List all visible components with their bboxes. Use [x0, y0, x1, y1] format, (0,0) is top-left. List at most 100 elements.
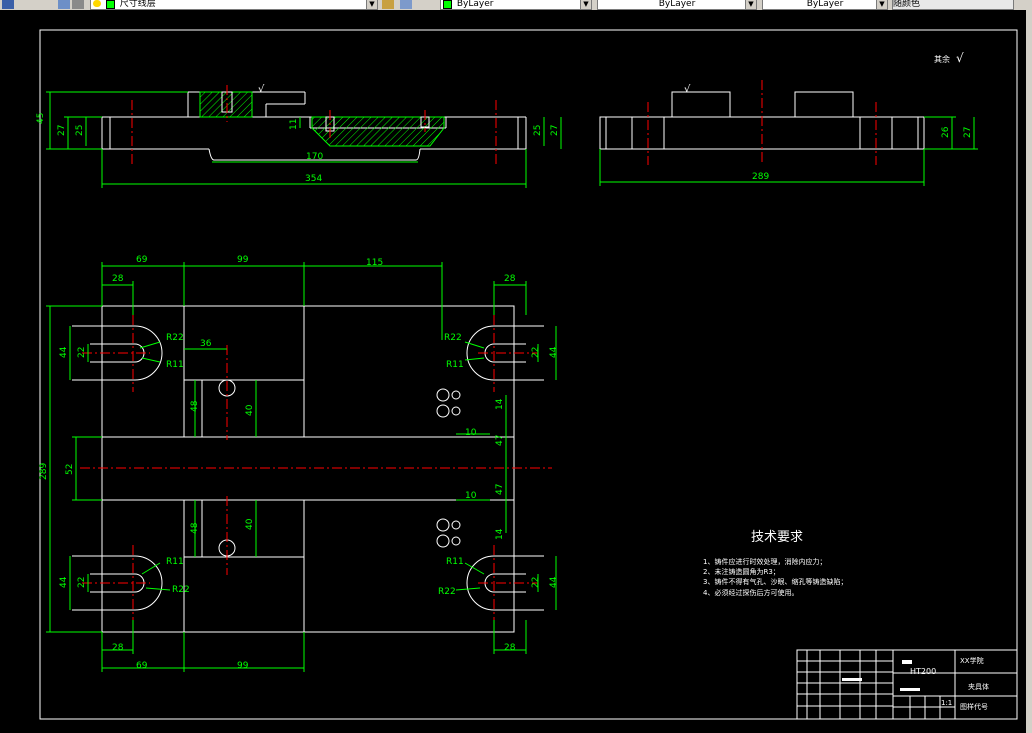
- svg-text:R22: R22: [172, 585, 190, 595]
- svg-text:14: 14: [495, 528, 505, 540]
- chevron-down-icon[interactable]: ▼: [876, 0, 887, 9]
- layer-dropdown[interactable]: 尺寸线层 ▼: [90, 0, 378, 10]
- svg-text:11: 11: [289, 119, 299, 130]
- svg-text:44: 44: [549, 346, 559, 358]
- svg-text:22: 22: [77, 577, 87, 588]
- svg-text:27: 27: [963, 127, 973, 138]
- material: HT200: [910, 667, 936, 676]
- svg-text:69: 69: [136, 661, 148, 671]
- svg-text:10: 10: [465, 491, 477, 501]
- svg-text:√: √: [956, 51, 964, 65]
- svg-text:40: 40: [245, 518, 255, 530]
- centerlines: [131, 85, 497, 165]
- svg-text:√: √: [258, 84, 265, 95]
- svg-text:44: 44: [549, 576, 559, 588]
- tech-item: 3、铸件不得有气孔、沙眼、缩孔等铸造缺陷；: [703, 577, 847, 586]
- svg-text:45: 45: [36, 113, 46, 124]
- tech-item: 2、未注铸造圆角为R3；: [703, 567, 780, 576]
- svg-text:22: 22: [77, 347, 87, 358]
- plotstyle-dropdown[interactable]: 随颜色: [892, 0, 1014, 10]
- tech-item: 1、铸件应进行时效处理，消除内应力；: [703, 557, 826, 566]
- svg-text:28: 28: [112, 274, 124, 284]
- make-current-icon[interactable]: [382, 0, 394, 9]
- linetype-value: ByLayer: [658, 0, 696, 9]
- svg-text:170: 170: [306, 152, 323, 162]
- svg-text:47: 47: [495, 484, 505, 495]
- roughness-marks: √ √ 其余 √: [258, 51, 964, 95]
- svg-text:R22: R22: [438, 587, 456, 597]
- svg-text:25: 25: [75, 125, 85, 136]
- layers-icon[interactable]: [58, 0, 70, 9]
- color-swatch: [443, 0, 452, 9]
- layer-previous-icon[interactable]: [400, 0, 412, 9]
- svg-text:28: 28: [504, 643, 516, 653]
- svg-text:289: 289: [752, 172, 769, 182]
- svg-text:10: 10: [465, 428, 477, 438]
- bulb-icon: [93, 0, 101, 7]
- svg-text:44: 44: [59, 346, 69, 358]
- lineweight-dropdown[interactable]: ByLayer ▼: [762, 0, 888, 10]
- svg-text:28: 28: [504, 274, 516, 284]
- hatch-region: [199, 91, 253, 118]
- chevron-down-icon[interactable]: ▼: [366, 0, 377, 9]
- svg-text:22: 22: [531, 347, 541, 358]
- layer-state-icon[interactable]: [72, 0, 84, 9]
- svg-text:26: 26: [941, 126, 951, 138]
- drawing-canvas[interactable]: 45 27 25 11 170 354 25 27 289 26 27 √ √ …: [0, 10, 1026, 733]
- floppy-icon[interactable]: [2, 0, 14, 9]
- tech-item: 4、必须经过探伤后方可使用。: [703, 588, 798, 597]
- svg-text:R22: R22: [166, 333, 184, 343]
- layer-name: 尺寸线层: [119, 0, 156, 9]
- part-name: 夹具体: [968, 682, 989, 691]
- centerlines: [80, 315, 552, 620]
- svg-text:36: 36: [200, 339, 212, 349]
- title-block: [796, 649, 1018, 720]
- svg-text:R22: R22: [444, 333, 462, 343]
- svg-text:44: 44: [59, 576, 69, 588]
- svg-text:69: 69: [136, 255, 148, 265]
- drawing-number: 图样代号: [960, 702, 988, 711]
- svg-text:R11: R11: [446, 360, 464, 370]
- svg-text:99: 99: [237, 661, 249, 671]
- centerlines: [647, 80, 877, 165]
- svg-text:27: 27: [550, 125, 560, 136]
- svg-text:115: 115: [366, 258, 383, 268]
- window-edge: [1026, 10, 1032, 733]
- svg-text:14: 14: [495, 398, 505, 410]
- linetype-dropdown[interactable]: ByLayer ▼: [597, 0, 757, 10]
- chevron-down-icon[interactable]: ▼: [745, 0, 756, 9]
- hatch-region: [311, 116, 445, 147]
- svg-text:354: 354: [305, 174, 322, 184]
- svg-text:47: 47: [495, 435, 505, 446]
- tech-title: 技术要求: [751, 530, 803, 545]
- dimension-texts: 69 99 115 28 28 36 289 44 22 44 22 52 48…: [39, 255, 559, 671]
- title-block-texts: HT200 XX学院 夹具体 图样代号 1:1: [842, 656, 989, 711]
- tech-requirements: 技术要求 1、铸件应进行时效处理，消除内应力； 2、未注铸造圆角为R3； 3、铸…: [703, 530, 847, 597]
- svg-text:22: 22: [531, 577, 541, 588]
- school: XX学院: [960, 656, 984, 665]
- svg-text:25: 25: [533, 125, 543, 136]
- svg-text:48: 48: [190, 400, 200, 412]
- svg-text:√: √: [684, 84, 691, 95]
- color-dropdown[interactable]: ByLayer ▼: [440, 0, 592, 10]
- dimension-lines: [46, 91, 978, 188]
- chevron-down-icon[interactable]: ▼: [580, 0, 591, 9]
- layer-color-swatch: [105, 0, 115, 9]
- svg-text:48: 48: [190, 522, 200, 534]
- svg-text:R11: R11: [166, 360, 184, 370]
- scale: 1:1: [941, 699, 952, 707]
- svg-text:R11: R11: [446, 557, 464, 567]
- plotstyle-value: 随颜色: [893, 0, 921, 9]
- svg-text:289: 289: [39, 463, 49, 480]
- svg-text:40: 40: [245, 404, 255, 416]
- svg-text:其余: 其余: [934, 54, 950, 64]
- svg-text:99: 99: [237, 255, 249, 265]
- dimension-lines: [46, 262, 557, 672]
- svg-text:28: 28: [112, 643, 124, 653]
- properties-toolbar: 尺寸线层 ▼ ByLayer ▼ ByLayer ▼ ByLayer ▼ 随颜色: [0, 0, 1032, 11]
- color-value: ByLayer: [456, 0, 494, 9]
- lineweight-value: ByLayer: [806, 0, 844, 9]
- drawing-frame: [39, 29, 1018, 720]
- dimension-texts: 45 27 25 11 170 354 25 27 289 26 27: [36, 113, 973, 184]
- svg-text:27: 27: [57, 125, 67, 136]
